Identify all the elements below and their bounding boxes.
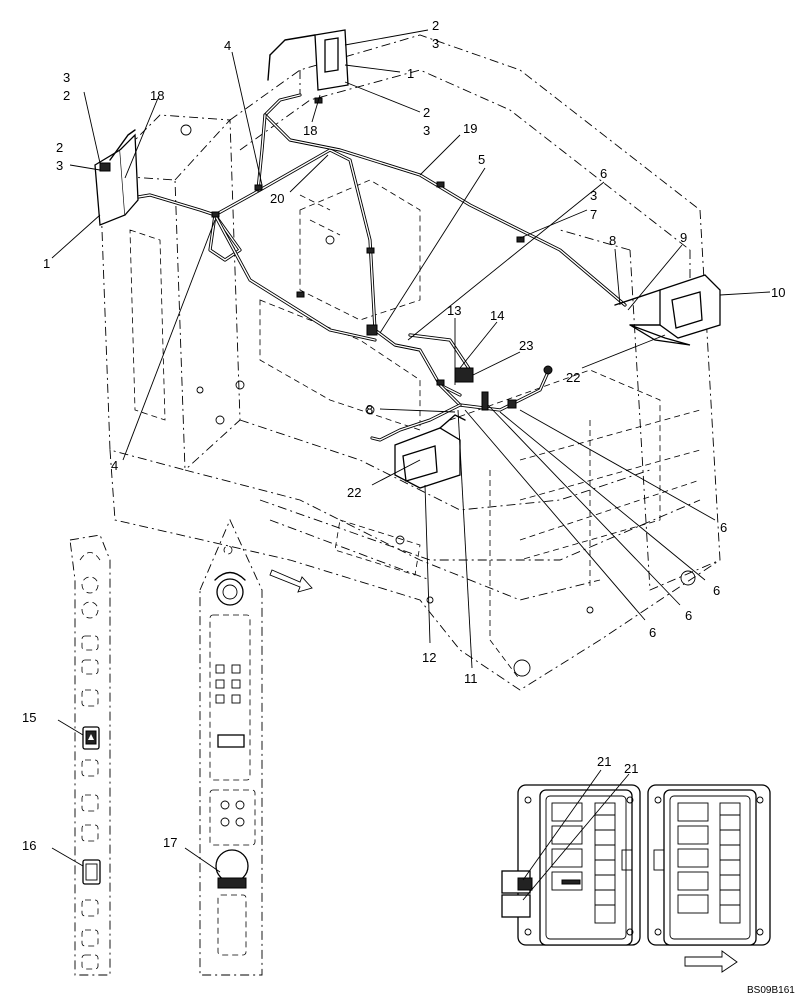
callout-label: 18 — [150, 88, 164, 103]
drawing-code: BS09B161 — [747, 985, 795, 996]
callout-label: 18 — [303, 123, 317, 138]
callout-label: 15 — [22, 710, 36, 725]
callout-label: 22 — [566, 370, 580, 385]
callout-label: 13 — [447, 303, 461, 318]
callout-label: 3 — [590, 188, 597, 203]
callout-label: 2 — [423, 105, 430, 120]
callout-label: 21 — [624, 761, 638, 776]
center-control-panel — [199, 518, 263, 976]
callout-labels: 1 2 3 2 3 18 19 4 20 5 6 3 7 8 9 10 22 3… — [22, 18, 795, 996]
connector-17 — [215, 849, 249, 883]
callout-label: 17 — [163, 835, 177, 850]
callout-label: 6 — [720, 520, 727, 535]
switch-16 — [82, 859, 101, 885]
fuse-box-left — [501, 784, 641, 946]
callout-label: 6 — [600, 166, 607, 181]
callout-label: 14 — [490, 308, 504, 323]
callout-label: 3 — [432, 36, 439, 51]
fuse-box-right — [647, 784, 771, 946]
callout-label: 9 — [680, 230, 687, 245]
rear-light-bracket — [267, 29, 349, 91]
callout-label: 10 — [771, 285, 785, 300]
callout-label: 20 — [270, 191, 284, 206]
callout-label: 4 — [224, 38, 231, 53]
callout-label: 1 — [407, 66, 414, 81]
callout-label: 16 — [22, 838, 36, 853]
callout-label: 3 — [423, 123, 430, 138]
callout-label: 2 — [56, 140, 63, 155]
callout-label: 8 — [366, 402, 373, 417]
left-control-panel — [69, 534, 111, 976]
callout-label: 19 — [463, 121, 477, 136]
front-work-light — [394, 414, 466, 489]
callout-label: 1 — [43, 256, 50, 271]
callout-label: 8 — [609, 233, 616, 248]
callout-label: 7 — [590, 207, 597, 222]
callout-label: 6 — [713, 583, 720, 598]
callout-label: 2 — [432, 18, 439, 33]
callout-label: 6 — [649, 625, 656, 640]
callout-label: 4 — [111, 458, 118, 473]
left-light-bracket — [94, 129, 139, 226]
callout-label: 2 — [63, 88, 70, 103]
callout-label: 11 — [464, 671, 478, 686]
callout-label: 6 — [685, 608, 692, 623]
direction-arrow-upper — [269, 569, 313, 593]
callout-label: 23 — [519, 338, 533, 353]
direction-arrow-lower — [684, 950, 738, 973]
callout-label: 22 — [347, 485, 361, 500]
rear-work-light — [614, 274, 721, 346]
callout-label: 21 — [597, 754, 611, 769]
callout-label: 5 — [478, 152, 485, 167]
loader-frame-phantom — [99, 34, 721, 691]
callout-label: 12 — [422, 650, 436, 665]
callout-label: 3 — [56, 158, 63, 173]
callout-label: 3 — [63, 70, 70, 85]
leader-lines — [51, 29, 771, 901]
main-harness — [118, 93, 627, 442]
